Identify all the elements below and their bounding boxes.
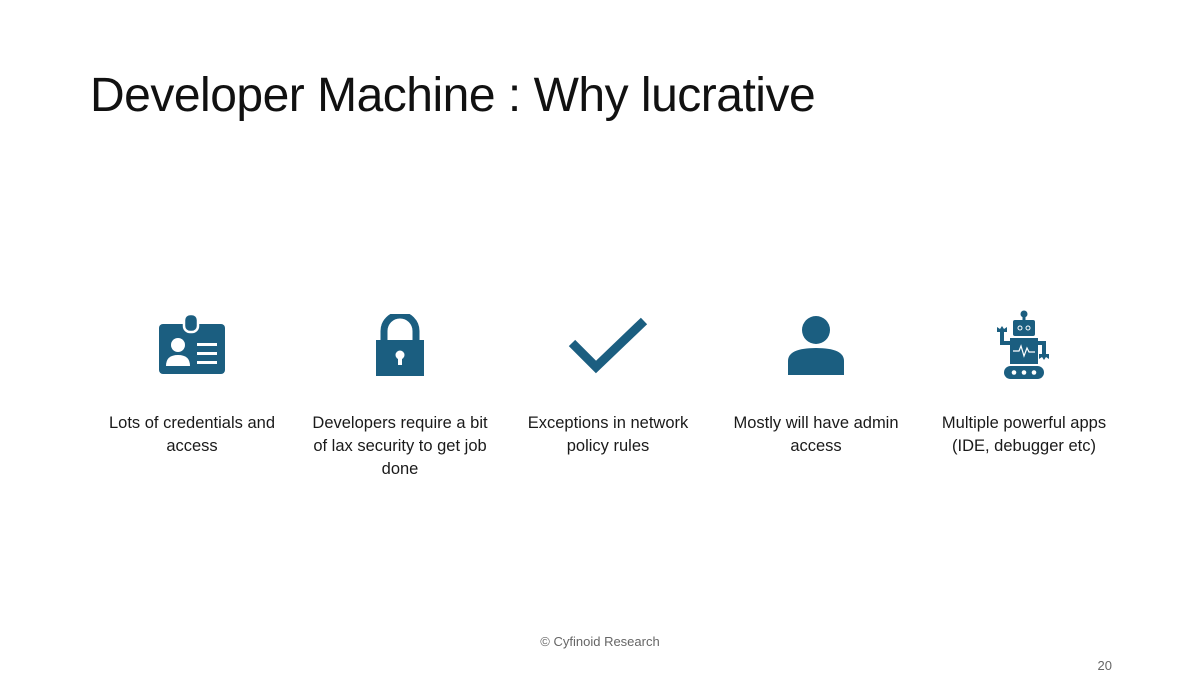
- feature-item-powerful-apps: Multiple powerful apps (IDE, debugger et…: [920, 300, 1128, 481]
- feature-item-admin-access: Mostly will have admin access: [712, 300, 920, 481]
- feature-item-network-exceptions: Exceptions in network policy rules: [504, 300, 712, 481]
- feature-label: Developers require a bit of lax security…: [312, 414, 488, 478]
- user-icon: [771, 300, 861, 390]
- feature-row: Lots of credentials and access Developer…: [88, 300, 1128, 481]
- robot-icon: [979, 300, 1069, 390]
- page-number: 20: [1097, 658, 1112, 673]
- feature-label: Lots of credentials and access: [108, 414, 276, 455]
- slide-title: Developer Machine : Why lucrative: [90, 69, 816, 122]
- padlock-icon: [355, 300, 445, 390]
- copyright-footer: © Cyfinoid Research: [540, 634, 660, 649]
- feature-label: Exceptions in network policy rules: [527, 414, 689, 455]
- feature-item-lax-security: Developers require a bit of lax security…: [296, 300, 504, 481]
- feature-label: Mostly will have admin access: [733, 414, 899, 455]
- feature-item-credentials: Lots of credentials and access: [88, 300, 296, 481]
- checkmark-icon: [563, 300, 653, 390]
- id-badge-icon: [147, 300, 237, 390]
- feature-label: Multiple powerful apps (IDE, debugger et…: [941, 414, 1107, 455]
